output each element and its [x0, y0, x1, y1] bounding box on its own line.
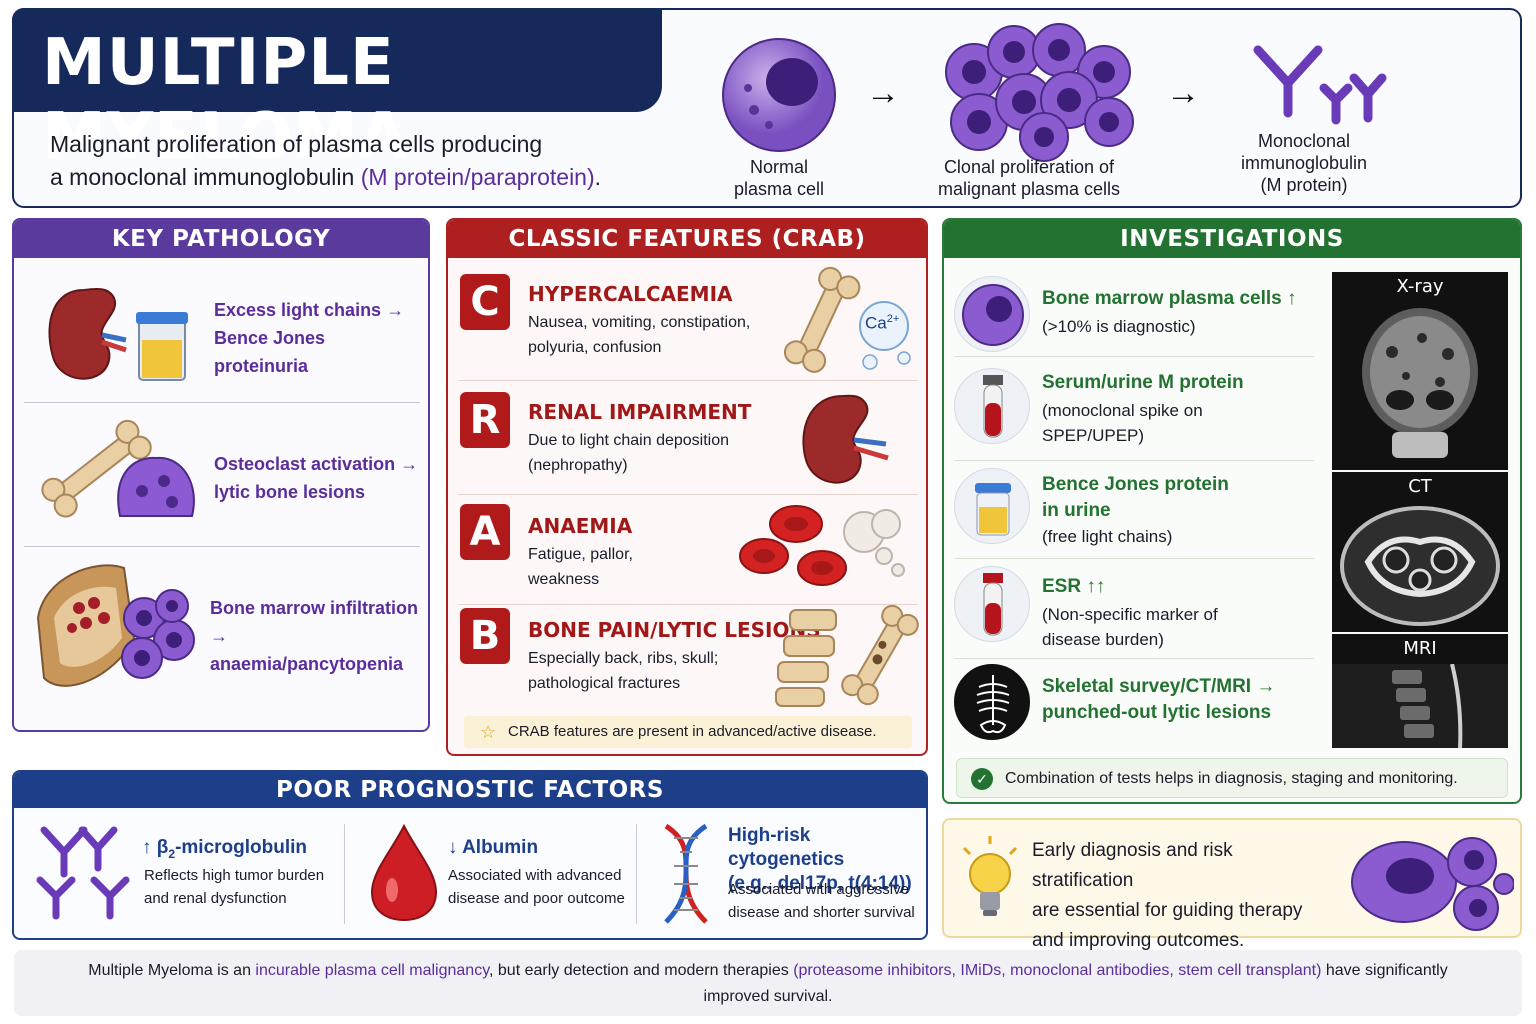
ct-image: CT	[1332, 472, 1508, 632]
ppf-divider-2	[636, 824, 637, 924]
kp-divider-1	[24, 402, 420, 403]
kidney-icon	[802, 394, 889, 484]
calcium-label: Ca2+	[865, 313, 900, 333]
inv-divider-2	[954, 460, 1314, 461]
ppf-heading-3: High-risk cytogenetics(e.g., del17p, t(4…	[728, 825, 912, 894]
crab-letter-b: B	[460, 608, 510, 664]
key-pathology-title: KEY PATHOLOGY	[14, 220, 428, 258]
crab-desc-c: Nausea, vomiting, constipation,polyuria,…	[528, 314, 751, 356]
bone-calcium-icon	[783, 266, 911, 373]
crab-heading-a: ANAEMIA	[528, 514, 633, 538]
blood-tube-icon	[954, 368, 1030, 444]
crab-divider-2	[458, 494, 918, 495]
intro-line-1: Malignant proliferation of plasma cells …	[50, 131, 543, 157]
inv-heading-4: ESR ↑↑	[1042, 576, 1106, 597]
intro-highlight: (M protein/paraprotein)	[360, 164, 595, 190]
kidney-urine-icon	[48, 288, 188, 381]
mri-image: MRI	[1332, 634, 1508, 748]
investigations-panel: INVESTIGATIONS Bone marrow plasma cells …	[942, 218, 1522, 804]
intro-text: Malignant proliferation of plasma cells …	[50, 128, 690, 194]
crab-title: CLASSIC FEATURES (CRAB)	[448, 220, 926, 258]
urine-cup-icon	[954, 468, 1030, 544]
investigations-footer: ✓ Combination of tests helps in diagnosi…	[956, 758, 1508, 798]
antibody-cluster-icon	[36, 826, 130, 920]
red-blood-cells-icon	[739, 505, 905, 586]
kp-divider-2	[24, 546, 420, 547]
myeloma-cells-icon	[1351, 837, 1514, 931]
ct-label: CT	[1408, 476, 1432, 497]
bone-marrow-icon	[36, 564, 195, 687]
xray-label: X-ray	[1396, 276, 1444, 297]
investigations-title: INVESTIGATIONS	[944, 220, 1520, 258]
mri-label: MRI	[1403, 638, 1437, 659]
malignant-plasma-cells-icon	[945, 23, 1134, 162]
intro-line-2c: .	[594, 164, 602, 190]
esr-tube-icon	[954, 566, 1030, 642]
crab-heading-c: HYPERCALCAEMIA	[528, 282, 733, 306]
dna-icon	[664, 823, 708, 924]
crab-letter-a: A	[460, 504, 510, 560]
inv-heading-2: Serum/urine M protein	[1042, 372, 1244, 393]
check-icon: ✓	[971, 768, 993, 790]
header-banner: MULTIPLE MYELOMA Malignant proliferation…	[12, 8, 1522, 208]
crab-desc-a: Fatigue, pallor,weakness	[528, 546, 633, 588]
ppf-heading-1: ↑ β2-microglobulin	[142, 837, 308, 861]
arrow-2: →	[1166, 74, 1200, 112]
blood-drop-icon	[370, 823, 438, 922]
intro-line-2a: a monoclonal immunoglobulin	[50, 164, 361, 190]
inv-divider-3	[954, 558, 1314, 559]
crab-panel: CLASSIC FEATURES (CRAB) C HYPERCALCAEMIA…	[446, 218, 928, 756]
inv-heading-5: Skeletal survey/CT/MRI →punched-out lyti…	[1042, 676, 1276, 723]
crab-heading-b: BONE PAIN/LYTIC LESIONS	[528, 618, 821, 642]
inv-desc-1: (>10% is diagnostic)	[1042, 317, 1196, 336]
crab-divider-3	[458, 604, 918, 605]
footer-highlight-2: (proteasome inhibitors, IMiDs, monoclona…	[793, 962, 1322, 979]
arrow-1: →	[866, 74, 900, 112]
skeleton-xray-icon	[954, 664, 1030, 740]
inv-desc-3: (free light chains)	[1042, 527, 1173, 546]
footer-summary: Multiple Myeloma is an incurable plasma …	[14, 950, 1522, 1016]
crab-letter-c: C	[460, 274, 510, 330]
page-title: MULTIPLE MYELOMA	[42, 26, 409, 174]
kp-item-3: Bone marrow infiltration → anaemia/pancy…	[210, 598, 419, 674]
crab-divider-1	[458, 380, 918, 381]
prognostic-factors-panel: POOR PROGNOSTIC FACTORS ↑ β2-microglobul…	[12, 770, 928, 940]
prognostic-title: POOR PROGNOSTIC FACTORS	[14, 772, 926, 808]
bone-osteoclast-icon	[41, 419, 195, 518]
crab-letter-r: R	[460, 392, 510, 448]
footer-highlight-1: incurable plasma cell malignancy	[255, 962, 490, 979]
key-pathology-panel: KEY PATHOLOGY Excess light chains → Benc…	[12, 218, 430, 732]
inv-divider-1	[954, 356, 1314, 357]
crab-note: ☆ CRAB features are present in advanced/…	[464, 716, 912, 748]
title-bar: MULTIPLE MYELOMA	[12, 8, 662, 174]
crab-heading-r: RENAL IMPAIRMENT	[528, 400, 752, 424]
kp-item-2: Osteoclast activation → lytic bone lesio…	[214, 454, 419, 502]
crab-desc-b: Especially back, ribs, skull;pathologica…	[528, 650, 719, 692]
plasma-cell-icon	[954, 276, 1030, 352]
kp-item-1: Excess light chains → Bence Jones protei…	[214, 300, 405, 376]
ppf-heading-2: ↓ Albumin	[448, 837, 539, 858]
ppf-divider-1	[344, 824, 345, 924]
crab-desc-r: Due to light chain deposition(nephropath…	[528, 432, 730, 474]
spine-bone-icon	[775, 604, 919, 707]
star-icon: ☆	[480, 722, 497, 742]
antibody-icon	[1253, 45, 1387, 125]
lightbulb-icon	[962, 836, 1018, 916]
inv-divider-4	[954, 658, 1314, 659]
normal-plasma-cell-icon	[722, 38, 836, 152]
inv-heading-1: Bone marrow plasma cells ↑	[1042, 288, 1297, 309]
xray-image: X-ray	[1332, 272, 1508, 470]
